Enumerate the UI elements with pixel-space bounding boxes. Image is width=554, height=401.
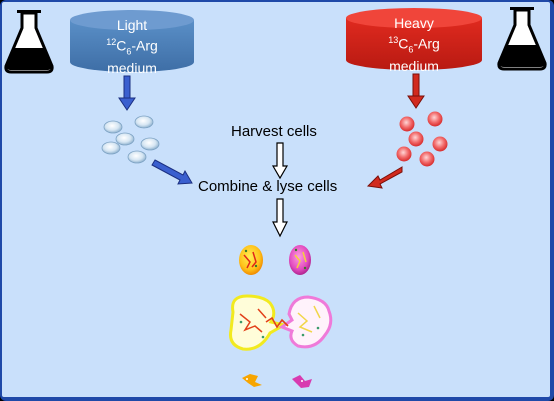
- intact-pink-cell: [289, 245, 311, 275]
- heavy-cell: [427, 111, 443, 127]
- combine-down-arrow: [272, 198, 288, 238]
- protein-link: [265, 316, 289, 329]
- light-medium-container: [70, 10, 194, 72]
- light-medium-line1: Light: [116, 17, 148, 33]
- heavy-cells: [396, 111, 448, 167]
- harvest-cells-label: Harvest cells: [231, 123, 317, 140]
- heavy-cell: [432, 136, 448, 152]
- heavy-medium-formula: 13C6-Arg: [388, 35, 440, 55]
- heavy-cell: [408, 131, 424, 147]
- light-cell: [103, 120, 123, 134]
- light-cell: [134, 115, 154, 129]
- light-cell: [127, 150, 147, 164]
- light-combine-arrow: [151, 159, 193, 185]
- light-medium-line3: medium: [107, 60, 157, 77]
- light-medium-label: Light 12C6-Arg medium: [72, 17, 192, 77]
- lysed-yellow-cell: [229, 294, 289, 351]
- heavy-medium-container: [346, 8, 482, 70]
- heavy-combine-arrow: [366, 166, 403, 189]
- yellow-protein-fragment: [242, 374, 262, 387]
- light-cell: [101, 141, 121, 155]
- light-cell: [140, 137, 160, 151]
- heavy-down-arrow: [407, 73, 425, 109]
- heavy-cell: [396, 146, 412, 162]
- heavy-medium-line1: Heavy: [394, 15, 434, 31]
- light-down-arrow: [118, 75, 136, 111]
- heavy-medium-line3: medium: [389, 58, 439, 75]
- heavy-medium-label: Heavy 13C6-Arg medium: [354, 15, 474, 75]
- light-medium-formula: 12C6-Arg: [106, 37, 158, 57]
- lysed-pink-cell: [278, 295, 333, 349]
- combine-lyse-label: Combine & lyse cells: [198, 178, 338, 195]
- pink-protein-fragment: [292, 375, 312, 388]
- left-flask-icon: [4, 10, 54, 74]
- light-cells: [101, 115, 160, 164]
- intact-yellow-cell: [239, 245, 263, 275]
- harvest-down-arrow: [271, 142, 289, 180]
- light-cell: [115, 132, 135, 146]
- heavy-cell: [399, 116, 415, 132]
- right-flask-icon: [497, 7, 547, 71]
- heavy-cell: [419, 151, 435, 167]
